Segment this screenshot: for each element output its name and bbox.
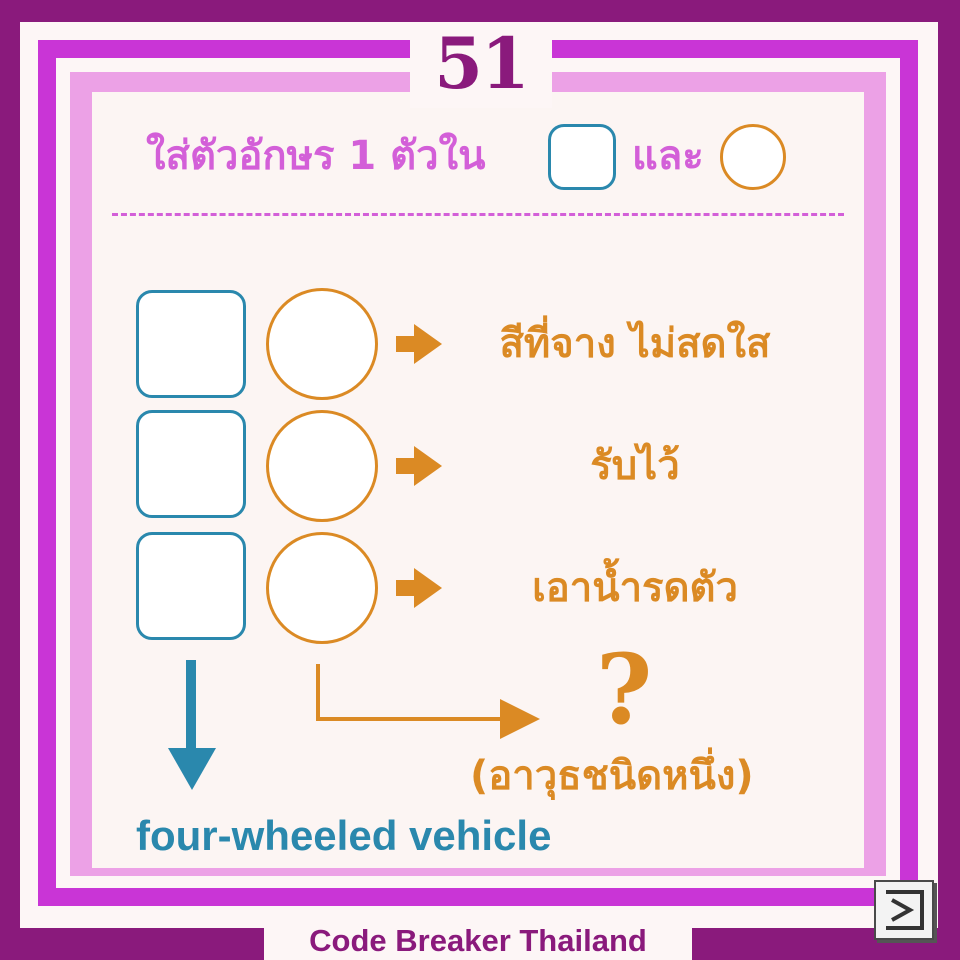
answer-square-1[interactable] [136, 290, 246, 398]
bent-arrow-icon [316, 664, 540, 739]
arrow-down-icon [168, 660, 216, 790]
puzzle-number: 51 [434, 22, 529, 105]
answer-circle-3[interactable] [266, 532, 378, 644]
squares-answer-hint: four-wheeled vehicle [136, 812, 552, 859]
answer-circle-2[interactable] [266, 410, 378, 522]
answer-square-3[interactable] [136, 532, 246, 640]
arrow-right-icon [414, 324, 442, 364]
divider [112, 213, 844, 216]
mystery-question-mark: ? [596, 633, 653, 746]
arrow-right-icon [396, 580, 416, 596]
puzzle-number-backdrop [410, 22, 552, 108]
instruction-text: ใส่ตัวอักษร 1 ตัวใน [146, 133, 486, 179]
instruction-connector: และ [632, 133, 704, 179]
logo-glyph-icon [886, 890, 924, 930]
legend-square-icon [548, 124, 616, 190]
arrow-right-icon [396, 336, 416, 352]
legend-circle-icon [720, 124, 786, 190]
circles-answer-hint: (อาวุธชนิดหนึ่ง) [470, 753, 754, 799]
arrow-right-icon [396, 458, 416, 474]
footer-backdrop [264, 922, 692, 960]
arrow-right-icon [414, 446, 442, 486]
clue-2: รับไว้ [590, 443, 680, 489]
arrow-right-icon [414, 568, 442, 608]
logo-icon[interactable] [874, 880, 934, 940]
footer-brand: Code Breaker Thailand [309, 923, 647, 958]
clue-3: เอาน้ำรดตัว [532, 565, 738, 611]
answer-square-2[interactable] [136, 410, 246, 518]
clue-1: สีที่จาง ไม่สดใส [499, 321, 771, 367]
answer-circle-1[interactable] [266, 288, 378, 400]
